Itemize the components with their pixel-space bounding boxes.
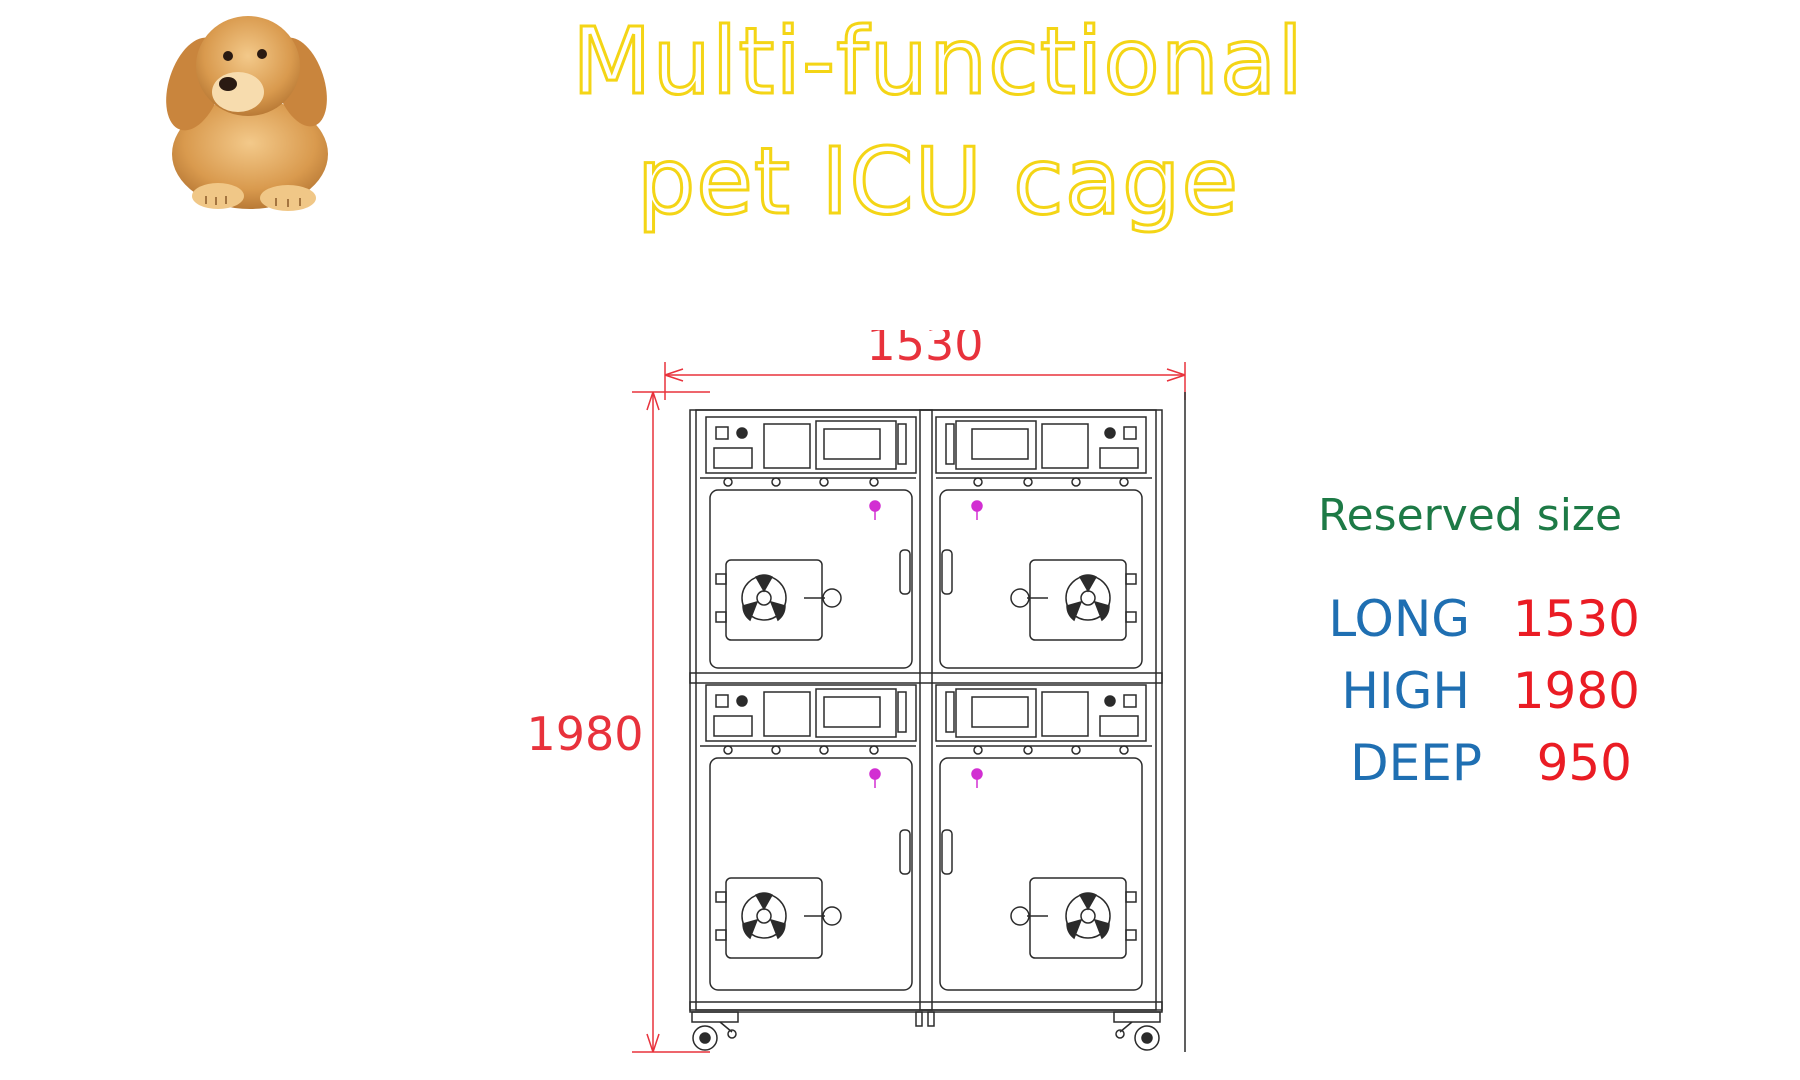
cage-drawing: 1530 1980	[526, 330, 1186, 1053]
casters	[691, 1011, 1161, 1051]
spec-row-long: LONG 1530	[1310, 590, 1640, 650]
title-line-2: pet ICU cage	[635, 127, 1240, 237]
puppy-icon	[166, 16, 328, 211]
title-line-1: Multi-functional	[571, 7, 1305, 117]
unit-bottom-left	[700, 684, 917, 991]
width-label: 1530	[866, 330, 983, 371]
spec-value: 1980	[1512, 662, 1640, 720]
reserved-size-heading: Reserved size	[1318, 490, 1623, 541]
spec-value: 1530	[1512, 590, 1640, 648]
spec-key: DEEP	[1350, 734, 1482, 792]
spec-key: HIGH	[1341, 662, 1470, 720]
height-label: 1980	[526, 707, 643, 761]
unit-top-right	[935, 416, 1152, 669]
unit-top-left	[700, 416, 917, 669]
spec-row-deep: DEEP 950	[1310, 734, 1640, 794]
spec-row-high: HIGH 1980	[1310, 662, 1640, 722]
unit-bottom-right	[935, 684, 1152, 991]
spec-key: LONG	[1328, 590, 1470, 648]
spec-value: 950	[1536, 734, 1632, 792]
dimension-lines	[632, 362, 1186, 1053]
